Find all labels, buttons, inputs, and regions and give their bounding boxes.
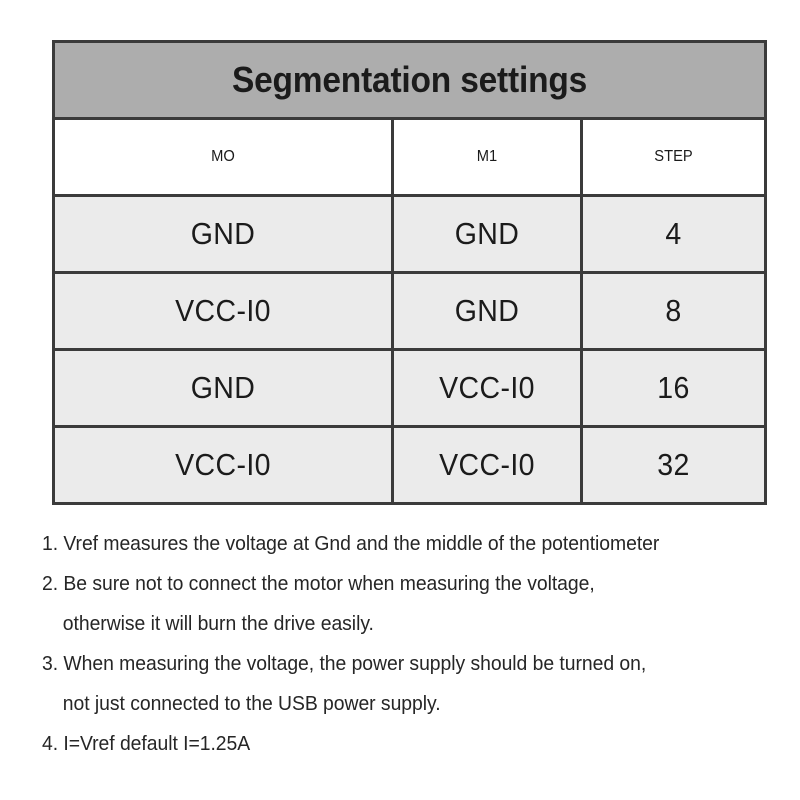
table-row: GND VCC-I0 16 [52, 348, 768, 428]
table-cell-m1: GND [391, 194, 583, 274]
note-item: 2. Be sure not to connect the motor when… [42, 564, 782, 604]
table-cell-value: 16 [657, 370, 690, 405]
column-header-m0: MO [52, 117, 394, 197]
table-head: Segmentation settings MO M1 STEP [51, 40, 768, 197]
table-row: VCC-I0 GND 8 [52, 271, 768, 351]
note-item: 1. Vref measures the voltage at Gnd and … [42, 524, 782, 564]
table-title-cell: Segmentation settings [51, 40, 768, 120]
table-cell-value: 4 [665, 216, 682, 251]
note-item-continuation: otherwise it will burn the drive easily. [42, 604, 782, 644]
note-text: not just connected to the USB power supp… [62, 692, 441, 715]
table-cell-value: 8 [665, 293, 682, 328]
table-cell-m1: VCC-I0 [391, 425, 583, 505]
note-item: 3. When measuring the voltage, the power… [42, 644, 782, 684]
column-header-step: STEP [579, 117, 768, 197]
table-cell-step: 16 [579, 348, 768, 428]
table-cell-value: VCC-I0 [175, 447, 271, 482]
note-text: 1. Vref measures the voltage at Gnd and … [42, 532, 660, 555]
note-text: 2. Be sure not to connect the motor when… [42, 572, 595, 595]
table-cell-m1: GND [391, 271, 583, 351]
table-cell-value: GND [454, 293, 520, 328]
table-cell-m0: GND [52, 194, 394, 274]
note-text: otherwise it will burn the drive easily. [62, 612, 374, 635]
note-text: 3. When measuring the voltage, the power… [42, 652, 647, 675]
table-cell-value: VCC-I0 [175, 293, 271, 328]
table-cell-value: GND [190, 370, 256, 405]
column-header-step-label: STEP [654, 148, 693, 165]
table-cell-value: 32 [657, 447, 690, 482]
column-header-m0-label: MO [211, 148, 235, 165]
table-cell-m0: VCC-I0 [52, 425, 394, 505]
column-header-m1-label: M1 [476, 148, 498, 165]
notes-list: 1. Vref measures the voltage at Gnd and … [42, 524, 782, 764]
table-cell-value: VCC-I0 [439, 370, 535, 405]
note-text: 4. I=Vref default I=1.25A [42, 732, 251, 755]
table-cell-value: GND [454, 216, 520, 251]
table-body: GND GND 4 VCC-I0 GND 8 [52, 194, 768, 505]
table-cell-value: GND [190, 216, 256, 251]
table-title: Segmentation settings [231, 59, 588, 100]
table-header-row: MO M1 STEP [52, 117, 768, 197]
column-header-m1: M1 [391, 117, 583, 197]
table-cell-step: 4 [579, 194, 768, 274]
table-row: GND GND 4 [52, 194, 768, 274]
table-title-row: Segmentation settings [51, 40, 768, 120]
table-cell-step: 8 [579, 271, 768, 351]
table-cell-step: 32 [579, 425, 768, 505]
table-cell-m0: VCC-I0 [52, 271, 394, 351]
table-cell-m1: VCC-I0 [391, 348, 583, 428]
note-item: 4. I=Vref default I=1.25A [42, 724, 782, 764]
table-cell-value: VCC-I0 [439, 447, 535, 482]
segmentation-settings-table: Segmentation settings MO M1 STEP GND [51, 40, 768, 505]
table-cell-m0: GND [52, 348, 394, 428]
note-item-continuation: not just connected to the USB power supp… [42, 684, 782, 724]
table-row: VCC-I0 VCC-I0 32 [52, 425, 768, 505]
